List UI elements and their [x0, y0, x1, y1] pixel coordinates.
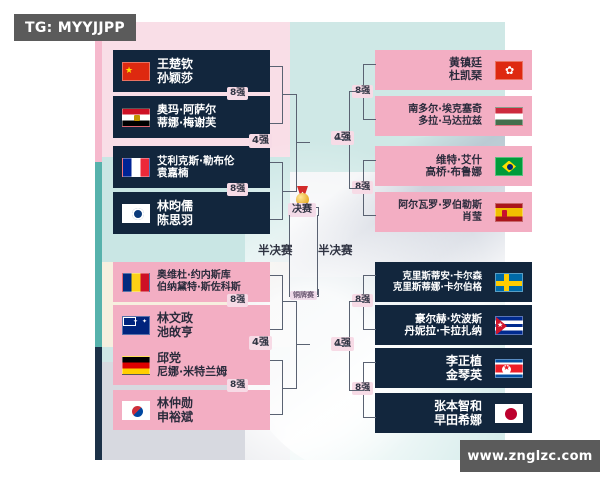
player-name: 克里斯蒂娜·卡尔伯格	[392, 282, 482, 293]
player-name: 奥玛·阿萨尔	[157, 103, 217, 117]
team-card-cuba[interactable]: 豪尔赫·坎波斯丹妮拉·卡拉扎纳	[375, 305, 532, 345]
player-name: 林文政	[157, 310, 194, 325]
quarterfinal-label: 8强	[352, 294, 374, 307]
watermark-bottom-right: www.znglzc.com	[460, 440, 600, 472]
player-name: 林仲勋	[157, 395, 194, 410]
japan-flag	[495, 403, 523, 423]
semifinal-rail-left	[289, 215, 291, 295]
player-name: 奥维杜·约内斯库	[157, 270, 231, 282]
connector	[270, 360, 283, 415]
team-card-chinese-taipei[interactable]: 林昀儒陈思羽	[113, 192, 270, 234]
semifinal-label-left: 半决赛	[258, 243, 293, 257]
france-flag	[122, 157, 150, 177]
gold-medal-icon	[294, 186, 311, 208]
medal-ribbon	[297, 186, 308, 195]
australia-flag	[122, 315, 150, 335]
player-name: 李正植	[445, 353, 482, 368]
player-name: 克里斯蒂安·卡尔森	[402, 270, 482, 282]
quarterfinal-label: 8强	[227, 294, 249, 307]
left-rail-navy	[95, 347, 102, 460]
team-card-egypt[interactable]: 奥玛·阿萨尔蒂娜·梅谢芙	[113, 96, 270, 138]
connector	[282, 94, 297, 192]
dprk-flag	[495, 358, 523, 378]
brazil-flag	[495, 156, 523, 176]
left-rail-teal	[95, 162, 102, 347]
hungary-flag	[495, 106, 523, 126]
spain-flag	[495, 202, 523, 222]
korea-flag	[122, 400, 150, 420]
player-name: 杜凯琹	[449, 69, 482, 82]
player-name: 高桥·布鲁娜	[425, 166, 483, 178]
player-name: 黄镇廷	[449, 56, 482, 70]
quarterfinal-label: 8强	[227, 379, 249, 392]
semifinal-stage-label: 4强	[249, 336, 272, 350]
player-name: 林昀儒	[157, 198, 194, 213]
left-rail-pink	[95, 22, 102, 162]
player-name: 阿尔瓦罗·罗伯勒斯	[398, 200, 482, 212]
player-name: 陈思羽	[157, 213, 194, 227]
player-name: 南多尔·埃克塞奇	[408, 104, 482, 116]
team-card-dprk[interactable]: 李正植金琴英	[375, 348, 532, 388]
egypt-flag	[122, 107, 150, 127]
semifinal-stage-label: 4强	[331, 337, 354, 351]
player-name: 孙颖莎	[157, 71, 194, 85]
team-card-france[interactable]: 艾利克斯·勒布伦袁嘉楠	[113, 146, 270, 188]
player-name: 申裕斌	[157, 410, 194, 424]
quarterfinal-label: 8强	[227, 183, 249, 196]
team-card-hong-kong[interactable]: 黄镇廷杜凯琹	[375, 50, 532, 90]
player-name: 邱党	[157, 351, 182, 366]
romania-flag	[122, 272, 150, 292]
germany-flag	[122, 355, 150, 375]
semifinal-label-right: 半决赛	[318, 243, 353, 257]
team-card-sweden[interactable]: 克里斯蒂安·卡尔森克里斯蒂娜·卡尔伯格	[375, 262, 532, 302]
player-name: 伯纳黛特·斯佐科斯	[157, 282, 241, 293]
team-card-brazil[interactable]: 维特·艾什高桥·布鲁娜	[375, 146, 532, 186]
team-card-hungary[interactable]: 南多尔·埃克塞奇多拉·马达拉兹	[375, 96, 532, 136]
connector	[335, 139, 349, 141]
medal-disc	[296, 193, 309, 206]
quarterfinal-label: 8强	[352, 181, 374, 194]
connector	[270, 275, 283, 330]
player-name: 蒂娜·梅谢芙	[157, 116, 217, 129]
team-card-japan[interactable]: 张本智和早田希娜	[375, 393, 532, 433]
player-name: 张本智和	[433, 398, 482, 413]
player-name: 维特·艾什	[436, 153, 482, 166]
connector	[335, 345, 349, 347]
final-label: 决赛	[288, 203, 316, 217]
connector	[270, 66, 283, 124]
chinese-taipei-flag	[122, 203, 150, 223]
player-name: 王楚钦	[157, 56, 194, 71]
player-name: 肖莹	[462, 212, 482, 223]
player-name: 多拉·马达拉兹	[418, 116, 482, 127]
semifinal-stage-label: 4强	[249, 134, 272, 148]
player-name: 袁嘉楠	[157, 167, 189, 179]
quarterfinal-label: 8强	[227, 87, 249, 100]
sweden-flag	[495, 272, 523, 292]
connector	[296, 142, 310, 144]
hong-kong-flag	[495, 60, 523, 80]
player-name: 丹妮拉·卡拉扎纳	[404, 325, 483, 337]
connector	[296, 344, 310, 346]
watermark-top-left: TG: MYYJJPP	[14, 14, 136, 41]
semifinal-stage-label: 4强	[331, 131, 354, 145]
player-name: 豪尔赫·坎波斯	[415, 312, 482, 325]
player-name: 艾利克斯·勒布伦	[157, 154, 235, 167]
player-name: 早田希娜	[433, 413, 482, 427]
china-flag	[122, 61, 150, 81]
bronze-match-label: 铜牌赛	[290, 291, 317, 300]
cuba-flag	[495, 315, 523, 335]
team-card-germany[interactable]: 邱党尼娜·米特兰姆	[113, 345, 270, 385]
player-name: 金琴英	[445, 368, 482, 382]
player-name: 池敀亨	[157, 325, 194, 339]
team-card-spain[interactable]: 阿尔瓦罗·罗伯勒斯肖莹	[375, 192, 532, 232]
quarterfinal-label: 8强	[352, 382, 374, 395]
semifinal-rail-right	[317, 215, 319, 295]
connector	[282, 301, 297, 389]
player-name: 尼娜·米特兰姆	[157, 364, 228, 378]
team-card-korea[interactable]: 林仲勋申裕斌	[113, 390, 270, 430]
